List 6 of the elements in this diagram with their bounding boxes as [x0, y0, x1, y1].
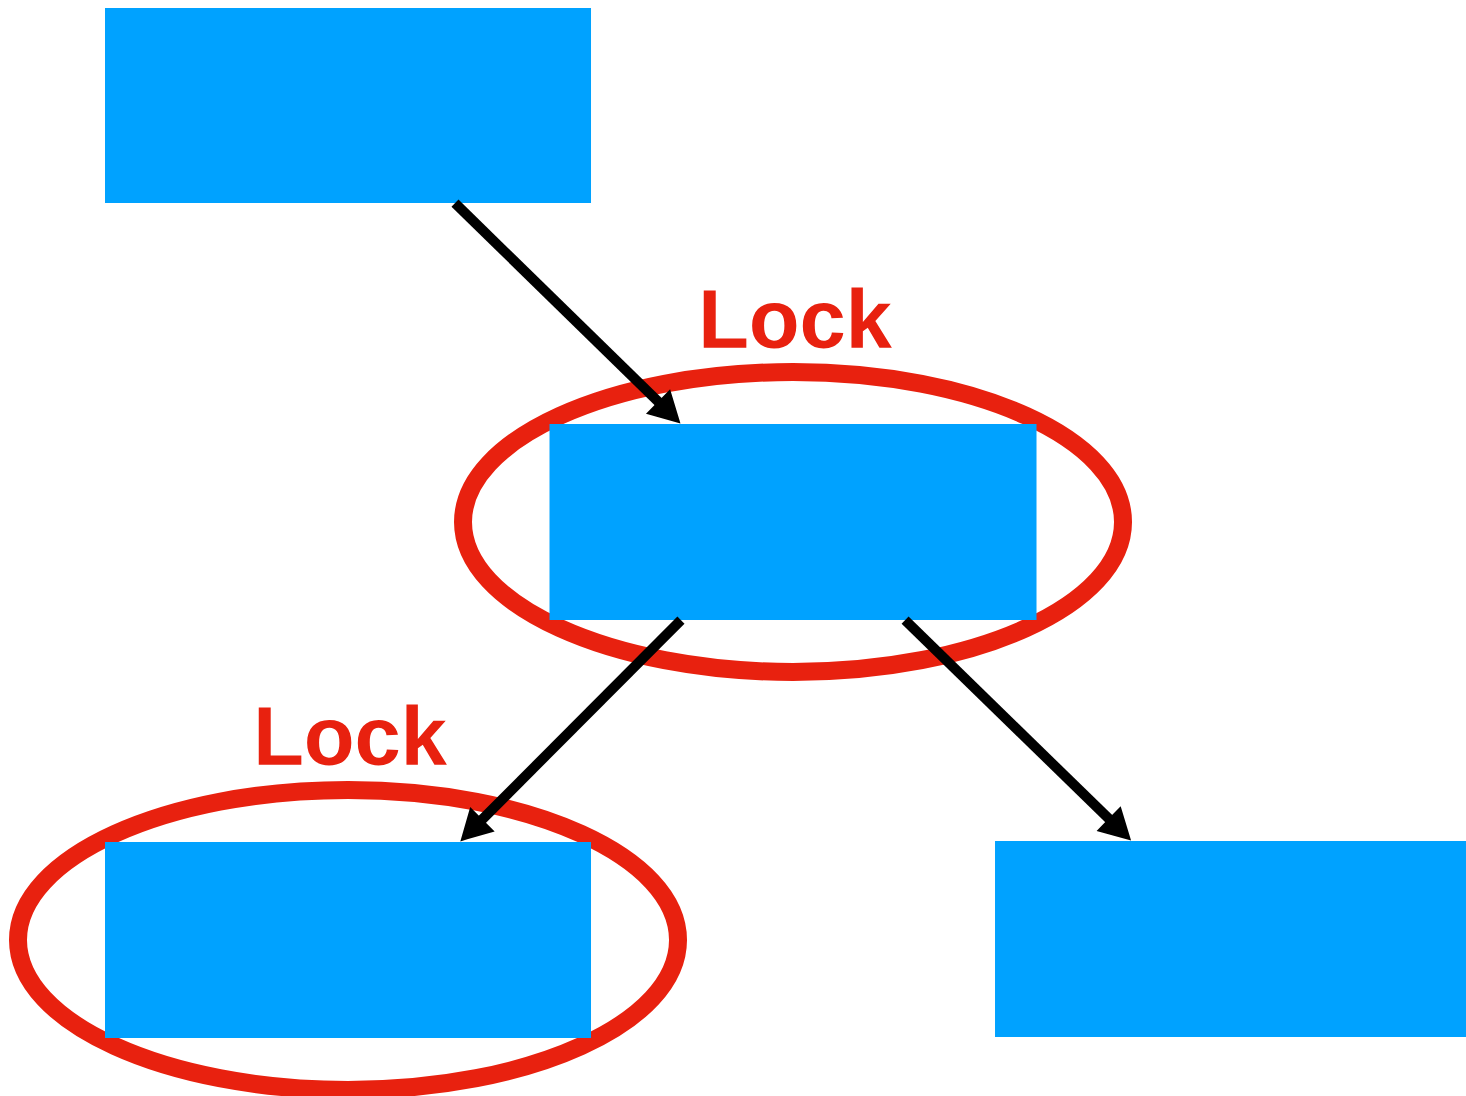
- process-box: [105, 842, 591, 1038]
- lock-label: Lock: [258, 704, 447, 766]
- lock-label: Lock: [703, 287, 892, 349]
- process-box: [549, 424, 1037, 620]
- process-box: [105, 8, 591, 203]
- process-box: [995, 841, 1466, 1037]
